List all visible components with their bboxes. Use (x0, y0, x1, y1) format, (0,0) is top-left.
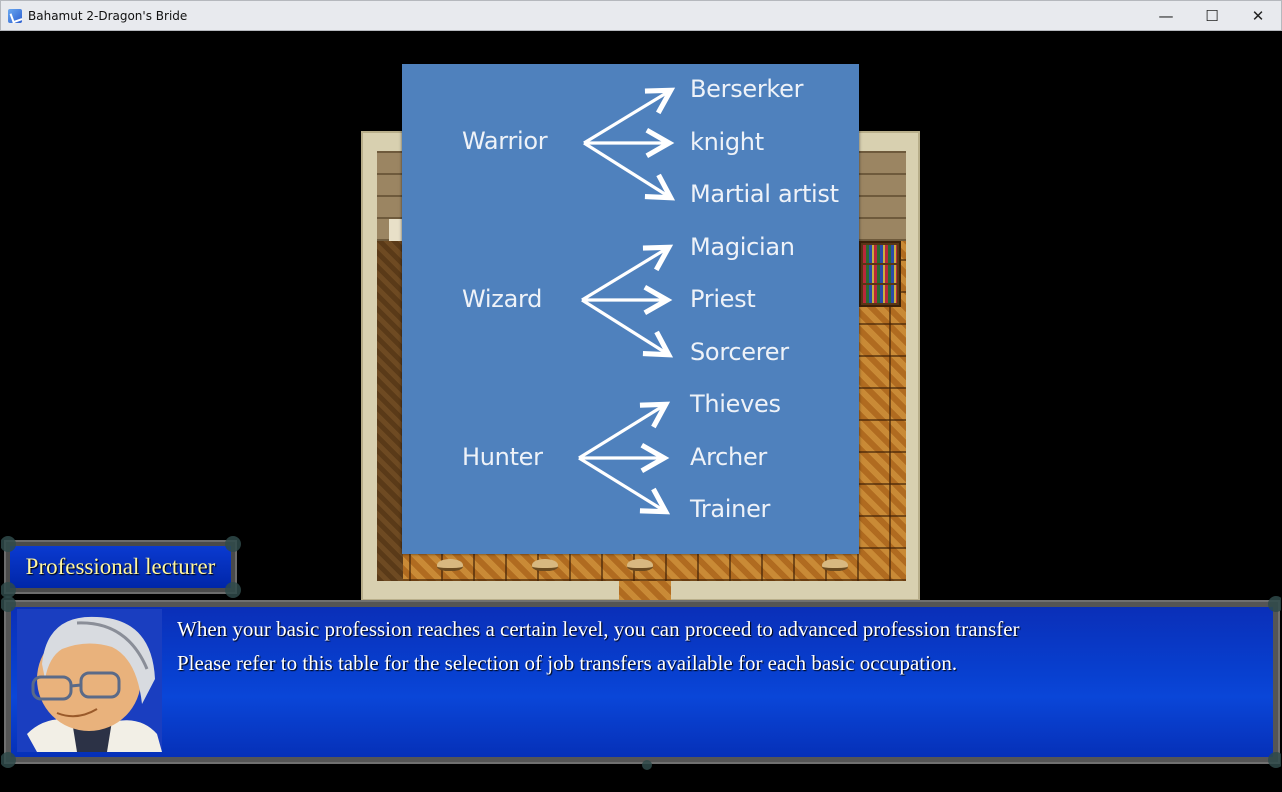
vine-ornament-icon (1, 536, 16, 552)
advanced-job-label: knight (690, 128, 764, 156)
advanced-job-label: Archer (690, 443, 767, 471)
advanced-job-label: Berserker (690, 75, 804, 103)
game-viewport[interactable]: Warrior Berserker knight Martial artist … (1, 31, 1281, 792)
dialog-message-box[interactable]: When your basic profession reaches a cer… (1, 596, 1281, 770)
vine-ornament-icon (225, 582, 241, 598)
stool (532, 559, 558, 571)
vine-ornament-icon (642, 760, 652, 770)
vine-ornament-icon (225, 536, 241, 552)
dialog-line: Please refer to this table for the selec… (177, 651, 958, 675)
window-titlebar[interactable]: Bahamut 2-Dragon's Bride — ☐ ✕ (0, 0, 1282, 31)
maximize-button[interactable]: ☐ (1189, 1, 1235, 31)
advanced-job-label: Thieves (690, 390, 781, 418)
branch-arrows-icon (578, 87, 676, 515)
stool (437, 559, 463, 571)
stool (627, 559, 653, 571)
vine-ornament-icon (1, 582, 16, 598)
stool (822, 559, 848, 571)
base-job-label: Wizard (462, 285, 543, 313)
advanced-job-label: Sorcerer (690, 338, 789, 366)
close-button[interactable]: ✕ (1235, 1, 1281, 31)
app-icon (8, 8, 22, 23)
vine-ornament-icon (1268, 596, 1281, 612)
advanced-job-label: Martial artist (690, 180, 839, 208)
speaker-name: Professional lecturer (25, 554, 216, 579)
base-job-label: Hunter (462, 443, 543, 471)
maximize-icon: ☐ (1205, 7, 1219, 25)
close-icon: ✕ (1251, 7, 1265, 25)
floor-shadow (377, 241, 403, 581)
vine-ornament-icon (1, 752, 16, 768)
minimize-icon: — (1158, 7, 1174, 25)
speaker-name-box: Professional lecturer (1, 536, 241, 598)
advanced-job-label: Priest (690, 285, 756, 313)
advanced-job-label: Magician (690, 233, 795, 261)
advanced-job-label: Trainer (690, 495, 771, 523)
dialog-line: When your basic profession reaches a cer… (177, 617, 1020, 641)
window-controls: — ☐ ✕ (1143, 1, 1281, 31)
vine-ornament-icon (1, 596, 16, 612)
minimize-button[interactable]: — (1143, 1, 1189, 31)
base-job-label: Warrior (462, 127, 548, 155)
job-transfer-chart: Warrior Berserker knight Martial artist … (402, 64, 859, 554)
lecturer-portrait (17, 609, 162, 752)
vine-ornament-icon (1268, 752, 1281, 768)
window-title: Bahamut 2-Dragon's Bride (28, 8, 188, 23)
bookshelf (859, 241, 901, 307)
